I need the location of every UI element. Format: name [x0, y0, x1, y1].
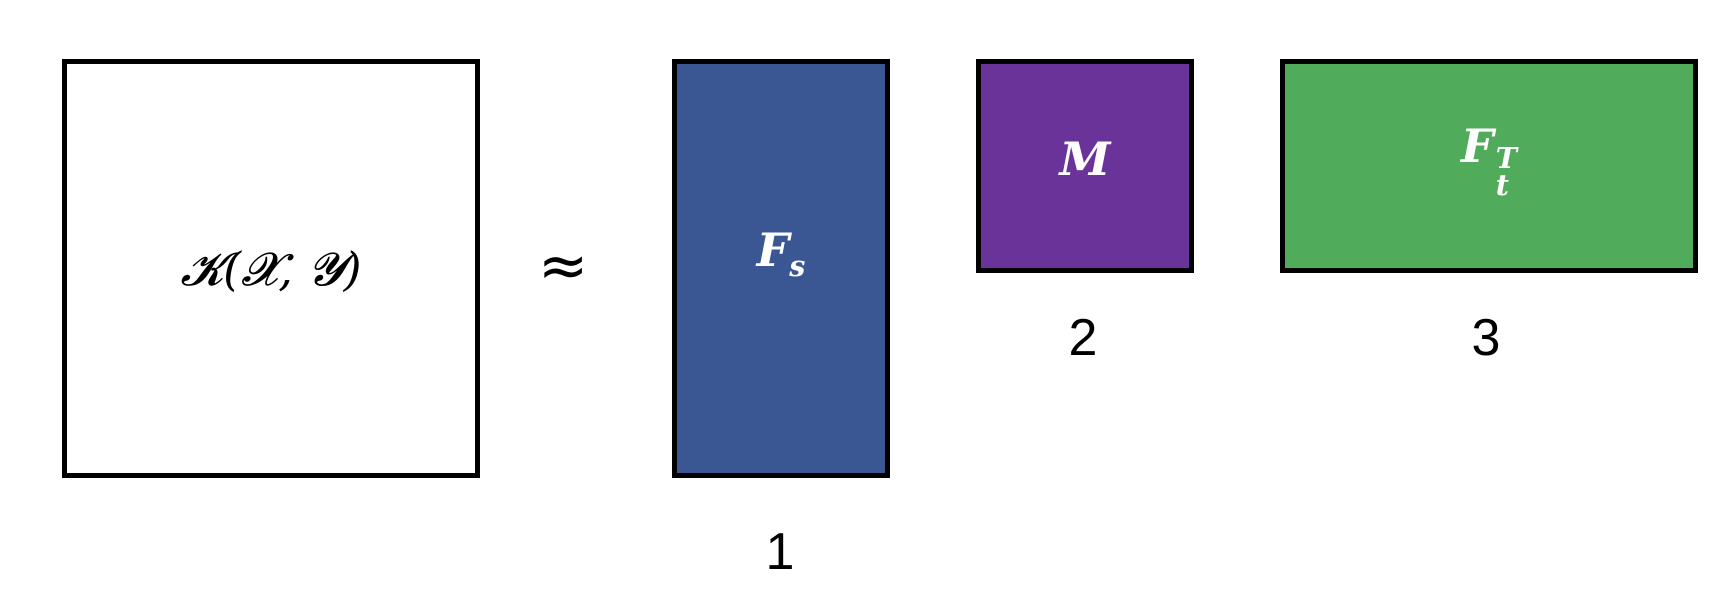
factor-fs-subscript: s — [789, 248, 806, 283]
factor-index-3: 3 — [1471, 309, 1501, 367]
factor-index-1: 1 — [765, 523, 795, 581]
kernel-matrix-box: 𝓚(𝓧, 𝓨) — [62, 59, 480, 478]
factor-m-box: M — [976, 59, 1194, 273]
factor-ftt-subscript: t — [1495, 167, 1509, 202]
factor-fs-base: F — [756, 222, 790, 277]
approx-symbol: ≈ — [538, 231, 589, 301]
kernel-label: 𝓚(𝓧, 𝓨) — [180, 241, 362, 296]
factor-m-label: M — [1059, 132, 1111, 186]
factor-ftt-base: F — [1461, 119, 1494, 174]
factor-fs-box: Fs — [672, 59, 890, 478]
factor-ftt-superscript: T — [1495, 140, 1517, 175]
factor-fs-label: Fs — [757, 227, 806, 280]
factor-index-2: 2 — [1068, 309, 1098, 367]
